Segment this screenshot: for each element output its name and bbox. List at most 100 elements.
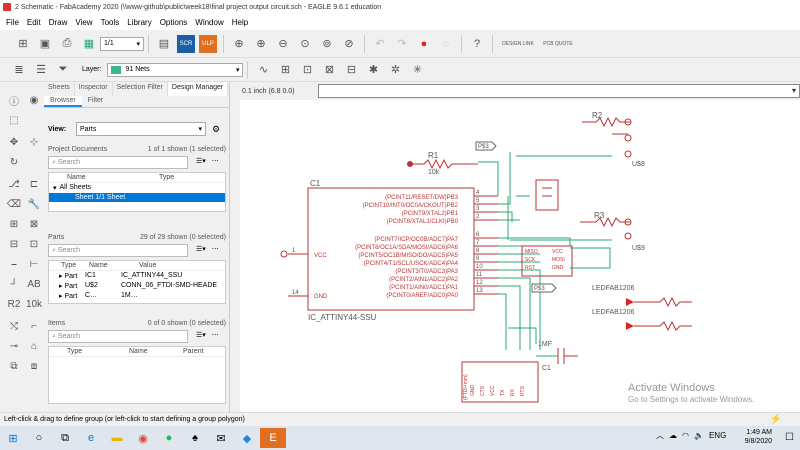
more-icon[interactable]: ⋯ — [211, 246, 219, 253]
route-icon[interactable]: ✱ — [368, 64, 379, 76]
cam-icon[interactable]: ▤ — [158, 38, 170, 50]
list-view-icon[interactable]: ☰▾ — [196, 332, 206, 339]
mail-icon[interactable]: ✉ — [216, 432, 226, 445]
select-icon[interactable]: ⬚ — [9, 114, 19, 126]
save-icon[interactable]: ▣ — [39, 38, 51, 50]
list-view-icon[interactable]: ☰▾ — [196, 158, 206, 165]
rotate-tool-icon[interactable]: ↻ — [9, 156, 19, 168]
gateswap-icon[interactable]: ⊡ — [29, 238, 39, 250]
windows-start-icon[interactable]: ⊞ — [8, 432, 18, 445]
help-icon[interactable]: ? — [473, 37, 481, 50]
smash-icon[interactable]: ⧉ — [10, 360, 18, 372]
mirror-icon[interactable]: ⊞ — [280, 64, 291, 76]
tag-icon[interactable]: ⌂ — [30, 340, 38, 352]
schematic-drawing[interactable]: C1 IC_ATTINY44-SSU (PCINT11/RESET/DW)PB3… — [240, 100, 800, 412]
layer-settings-icon[interactable]: ≣ — [14, 64, 24, 76]
move-tool-icon[interactable]: ✥ — [9, 136, 19, 148]
copy-tool-icon[interactable]: ⊹ — [29, 136, 39, 148]
zoom-fit-icon[interactable]: ⊕ — [234, 38, 244, 50]
scr-button[interactable]: SCR — [177, 34, 195, 53]
expand-icon[interactable]: ▾ — [53, 185, 57, 192]
tab-selection-filter[interactable]: Selection Filter — [113, 82, 168, 96]
notifications-icon[interactable]: ☐ — [785, 432, 794, 443]
chrome-icon[interactable]: ◉ — [138, 432, 148, 445]
pinswap-icon[interactable]: ⊟ — [9, 238, 19, 250]
grid-icon[interactable]: ☰ — [36, 64, 46, 76]
view-select[interactable]: Parts▾ — [76, 122, 206, 136]
zoom-redraw-icon[interactable]: ⊙ — [300, 38, 310, 50]
stop-icon[interactable]: ● — [420, 37, 428, 50]
name-tool-icon[interactable]: R2 — [7, 298, 21, 310]
group-tool-icon[interactable]: ⊏ — [29, 178, 39, 190]
erc-icon[interactable]: ✳ — [412, 64, 423, 76]
settings-icon[interactable]: ⚙ — [212, 123, 221, 134]
move-icon[interactable]: ⊠ — [324, 64, 335, 76]
eagle-taskbar-icon[interactable]: E — [260, 428, 286, 448]
more-icon[interactable]: ⋯ — [211, 158, 219, 165]
wave-icon[interactable]: ∿ — [258, 64, 269, 76]
command-input[interactable]: ▾ — [318, 84, 800, 98]
vscode-icon[interactable]: ◆ — [242, 432, 252, 445]
menu-draw[interactable]: Draw — [48, 17, 68, 27]
menu-help[interactable]: Help — [231, 17, 249, 27]
zoom-last-icon[interactable]: ⊘ — [344, 38, 354, 50]
wrench-icon[interactable]: 🔧 — [27, 198, 41, 210]
line-tool-icon[interactable]: ⎯ — [11, 258, 17, 270]
rotate-icon[interactable]: ⊡ — [302, 64, 313, 76]
undo-icon[interactable]: ↶ — [375, 38, 385, 50]
replace-icon[interactable]: ⊠ — [29, 218, 39, 230]
menu-edit[interactable]: Edit — [26, 17, 41, 27]
bus-tool-icon[interactable]: ┘ — [10, 278, 18, 290]
chevron-down-icon[interactable]: ▾ — [791, 86, 796, 95]
subtab-browser[interactable]: Browser — [44, 96, 82, 107]
chevron-up-icon[interactable]: ︿ — [656, 431, 664, 440]
drc-icon[interactable]: ✲ — [390, 64, 401, 76]
edge-icon[interactable]: e — [87, 432, 95, 444]
items-search-input[interactable]: ⌕ Search — [48, 330, 188, 343]
lightning-icon[interactable]: ⚡ — [769, 414, 782, 425]
menu-window[interactable]: Window — [195, 17, 224, 27]
filter-icon[interactable]: ⏷ — [58, 63, 68, 75]
zoom-out-icon[interactable]: ⊖ — [278, 38, 288, 50]
miter-tool-icon[interactable]: ⌐ — [31, 320, 37, 332]
layer-select[interactable]: 91 Nets ▾ — [107, 62, 244, 77]
redo-icon[interactable]: ↷ — [397, 38, 407, 50]
menu-library[interactable]: Library — [127, 17, 152, 27]
menu-file[interactable]: File — [6, 17, 19, 27]
mirror-tool-icon[interactable]: ⎇ — [8, 178, 20, 190]
list-view-icon[interactable]: ☰▾ — [196, 246, 206, 253]
board-icon[interactable]: ▦ — [83, 38, 95, 50]
schematic-canvas[interactable]: C1 IC_ATTINY44-SSU (PCINT11/RESET/DW)PB3… — [240, 100, 800, 412]
ulp-button[interactable]: ULP — [199, 34, 217, 53]
sheet-select[interactable]: 1/1▾ — [100, 36, 144, 51]
change-icon[interactable]: ⧈ — [30, 360, 38, 372]
task-view-icon[interactable]: ⧉ — [61, 431, 69, 444]
language-indicator[interactable]: ENG — [708, 431, 727, 440]
wifi-icon[interactable]: ◠ — [682, 431, 689, 440]
zoom-in-icon[interactable]: ⊕ — [256, 38, 266, 50]
tab-sheets[interactable]: Sheets — [44, 82, 75, 96]
label-tool-icon[interactable]: AB — [27, 278, 41, 290]
show-icon[interactable]: ◉ — [29, 94, 39, 106]
pcb-quote-button[interactable]: PCB QUOTE — [543, 40, 573, 47]
parts-search-input[interactable]: ⌕ Search — [48, 244, 188, 257]
open-icon[interactable]: ⊞ — [18, 38, 28, 50]
tab-inspector[interactable]: Inspector — [75, 82, 113, 96]
split-tool-icon[interactable]: ⤭ — [10, 320, 18, 332]
subtab-filter[interactable]: Filter — [87, 97, 104, 104]
menu-view[interactable]: View — [75, 17, 93, 27]
list-item[interactable]: ▾All Sheets — [49, 183, 225, 193]
more-icon[interactable]: ⋯ — [211, 332, 219, 339]
net-tool-icon[interactable]: ⊢ — [29, 258, 39, 270]
ripup-icon[interactable]: ⊟ — [346, 64, 357, 76]
network-icon[interactable]: ☁ — [669, 431, 677, 440]
file-explorer-icon[interactable]: ▬ — [111, 432, 123, 444]
go-icon[interactable]: ○ — [442, 37, 450, 50]
zoom-select-icon[interactable]: ⊚ — [322, 38, 332, 50]
info-icon[interactable]: ⓘ — [9, 96, 19, 108]
attribute-icon[interactable]: ⊸ — [9, 340, 19, 352]
design-link-button[interactable]: DESIGN LINK — [502, 40, 534, 47]
